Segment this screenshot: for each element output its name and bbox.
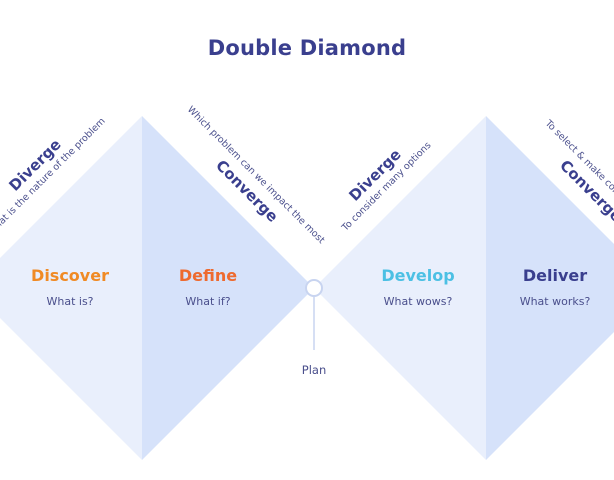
right-diamond-converge-half (486, 116, 614, 460)
left-diamond-diverge-half (0, 116, 142, 460)
left-diamond-converge-half (142, 116, 314, 460)
phase-develop-question: What wows? (384, 295, 453, 308)
phase-develop-label: Develop (381, 266, 454, 285)
phase-discover-question: What is? (46, 295, 93, 308)
phase-deliver-question: What works? (520, 295, 591, 308)
plan-node-circle (305, 279, 323, 297)
right-diamond-diverge-half (314, 116, 486, 460)
phase-deliver-label: Deliver (523, 266, 587, 285)
page-title: Double Diamond (207, 36, 407, 60)
phase-define-question: What if? (185, 295, 230, 308)
phase-define-label: Define (179, 266, 237, 285)
plan-label: Plan (302, 363, 326, 377)
phase-discover-label: Discover (31, 266, 109, 285)
